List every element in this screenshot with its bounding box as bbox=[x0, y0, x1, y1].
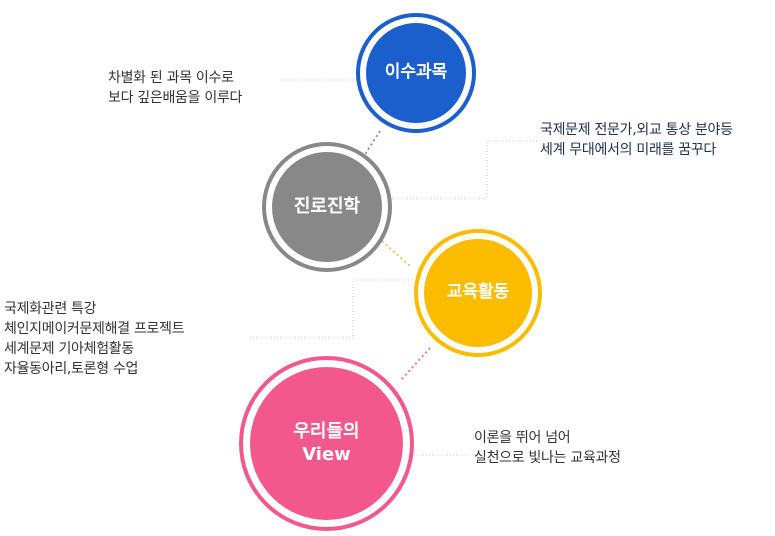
view-description: 이론을 뛰어 넘어 실천으로 빛나는 교육과정 bbox=[474, 428, 621, 468]
connector-line bbox=[392, 140, 540, 199]
node-course: 이수과목 bbox=[356, 13, 476, 133]
career-description: 국제문제 전문가,외교 통상 분야등 세계 무대에서의 미래를 꿈꾸다 bbox=[540, 120, 733, 160]
node-view: 우리들의 View bbox=[239, 356, 414, 531]
node-view-line: 우리들의 bbox=[293, 421, 360, 442]
node-career: 진로진학 bbox=[262, 142, 392, 272]
node-career-label: 진로진학 bbox=[272, 152, 382, 262]
link-yellow-pink bbox=[399, 347, 431, 382]
node-view-line: View bbox=[302, 443, 351, 465]
description-line: 자율동아리,토론형 수업 bbox=[4, 361, 139, 377]
description-line: 이론을 뛰어 넘어 bbox=[474, 430, 571, 446]
description-line: 세계문제 기아체험활동 bbox=[4, 341, 134, 357]
description-line: 체인지메이커문제해결 프로젝트 bbox=[4, 321, 185, 337]
description-line: 세계 무대에서의 미래를 꿈꾸다 bbox=[540, 142, 716, 158]
node-activity: 교육활동 bbox=[414, 229, 542, 357]
description-line: 보다 깊은배움을 이루다 bbox=[108, 90, 243, 106]
description-line: 국제문제 전문가,외교 통상 분야등 bbox=[540, 122, 733, 138]
description-line: 실천으로 빛나는 교육과정 bbox=[474, 450, 621, 466]
link-blue-gray bbox=[363, 130, 381, 157]
node-course-label: 이수과목 bbox=[366, 23, 466, 123]
activity-description: 국제화관련 특강 체인지메이커문제해결 프로젝트 세계문제 기아체험활동 자율동… bbox=[4, 299, 185, 379]
description-line: 차별화 된 과목 이수로 bbox=[108, 70, 234, 86]
link-gray-yellow bbox=[381, 240, 411, 267]
node-view-label: 우리들의 View bbox=[250, 367, 403, 520]
description-line: 국제화관련 특강 bbox=[4, 301, 97, 317]
node-activity-label: 교육활동 bbox=[424, 239, 532, 347]
course-description: 차별화 된 과목 이수로 보다 깊은배움을 이루다 bbox=[108, 68, 242, 108]
connector-line bbox=[250, 279, 412, 339]
